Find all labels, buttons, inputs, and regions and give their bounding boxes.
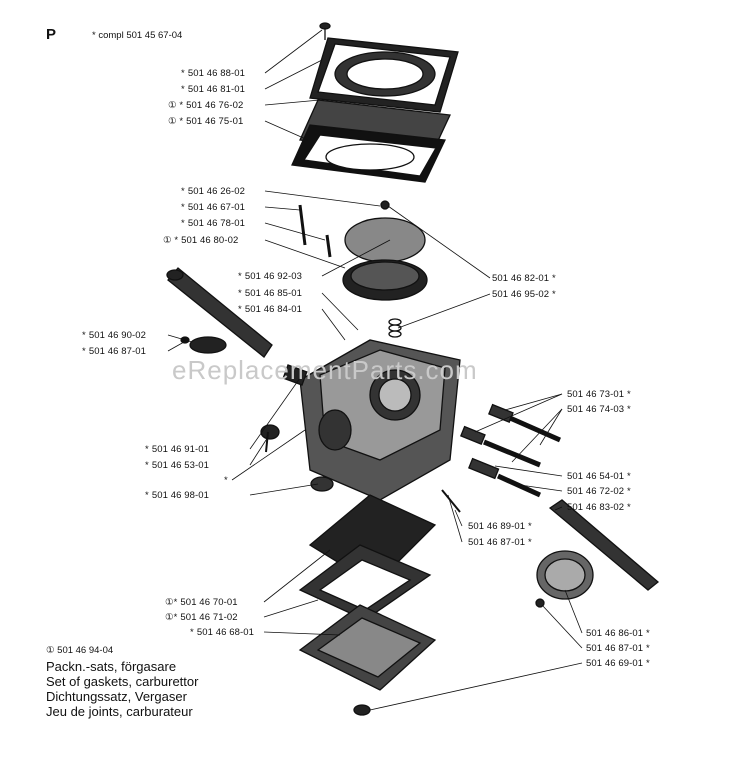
- adjust-needles: [460, 403, 562, 498]
- part-label-left: ①*501 46 70-01: [165, 597, 238, 608]
- part-label-right: 501 46 87-01 *: [586, 643, 650, 654]
- part-label-left: *501 46 26-02: [181, 186, 246, 197]
- part-label-left: *501 46 88-01: [181, 68, 246, 79]
- part-label-left: *501 46 68-01: [190, 627, 255, 638]
- part-label-right: 501 46 74-03 *: [567, 404, 631, 415]
- part-label-right: 501 46 86-01 *: [586, 628, 650, 639]
- part-label-right: 501 46 73-01 *: [567, 389, 631, 400]
- part-label-right: 501 46 54-01 *: [567, 471, 631, 482]
- part-label-left: *501 46 90-02: [82, 330, 147, 341]
- part-label-right: 501 46 95-02 *: [492, 289, 556, 300]
- part-label-right: 501 46 83-02 *: [567, 502, 631, 513]
- part-label-left: *501 46 53-01: [145, 460, 210, 471]
- watermark: eReplacementParts.com: [172, 355, 478, 385]
- throttle-valve: [189, 336, 227, 354]
- complete-kit-label: * compl 501 45 67-04: [92, 30, 183, 41]
- page-letter: P: [46, 26, 57, 43]
- caption-french: Jeu de joints, carburateur: [46, 704, 193, 719]
- part-label-left: *501 46 78-01: [181, 218, 246, 229]
- part-label-right: 501 46 89-01 *: [468, 521, 532, 532]
- part-label-left: *501 46 91-01: [145, 444, 210, 455]
- caption-english: Set of gaskets, carburettor: [46, 674, 199, 689]
- part-label-left: *501 46 92-03: [238, 271, 303, 282]
- part-label-left: *501 46 87-01: [82, 346, 147, 357]
- caption-german: Dichtungssatz, Vergaser: [46, 689, 187, 704]
- part-label-right: 501 46 82-01 *: [492, 273, 556, 284]
- part-label-left: *501 46 81-01: [181, 84, 246, 95]
- part-label-right: 501 46 87-01 *: [468, 537, 532, 548]
- caption-swedish: Packn.-sats, förgasare: [46, 659, 177, 674]
- part-label-left: *501 46 67-01: [181, 202, 246, 213]
- part-label-left: ① *501 46 80-02: [163, 235, 239, 246]
- pump-diaphragm: [344, 217, 426, 263]
- part-label-right: 501 46 72-02 *: [567, 486, 631, 497]
- part-label-left: ① *501 46 75-01: [168, 116, 244, 127]
- gasket-kit-number: ① 501 46 94-04: [46, 645, 114, 656]
- part-label-left: *501 46 98-01: [145, 490, 210, 501]
- part-label-left: *501 46 84-01: [238, 304, 303, 315]
- part-label-left: ①*501 46 71-02: [165, 612, 238, 623]
- part-label-right: 501 46 69-01 *: [586, 658, 650, 669]
- part-label-left: *501 46 85-01: [238, 288, 303, 299]
- part-label-left: *: [224, 475, 228, 486]
- part-label-left: ① *501 46 76-02: [168, 100, 244, 111]
- choke-shaft: [548, 499, 660, 591]
